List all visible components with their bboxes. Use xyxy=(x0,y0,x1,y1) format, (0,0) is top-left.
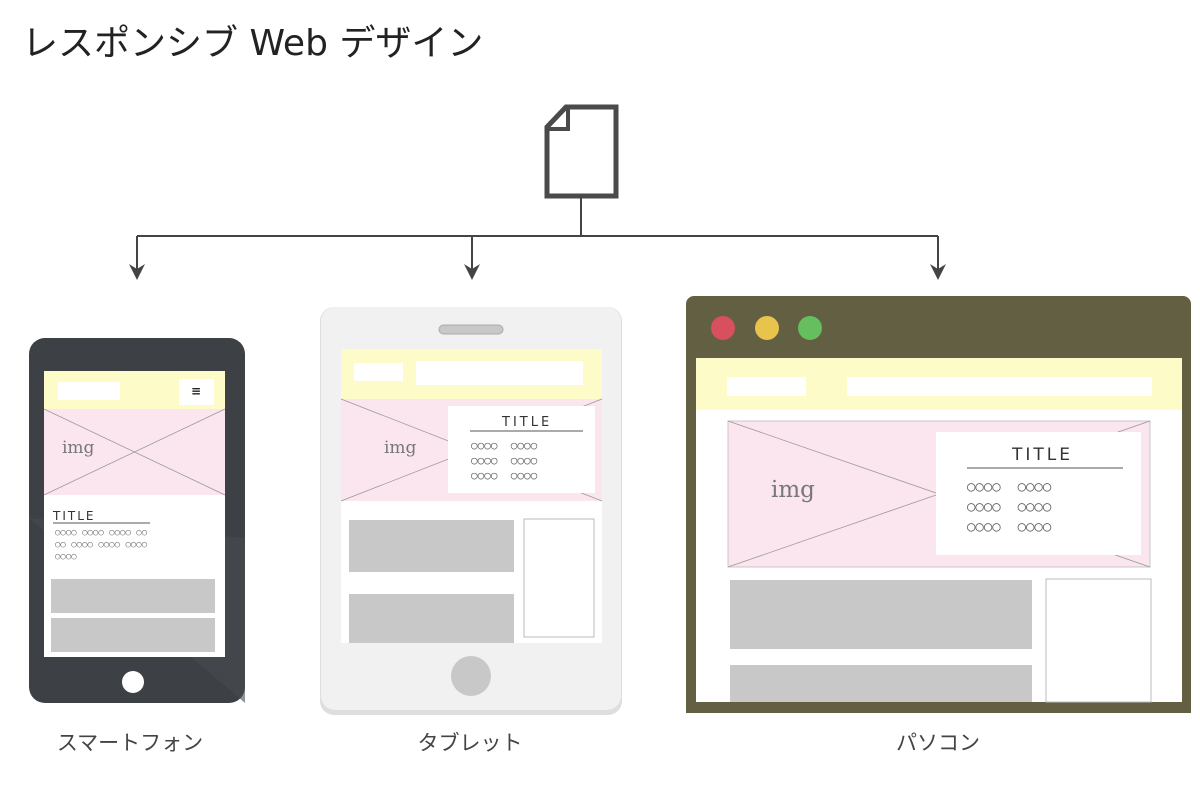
text-row: ○○○○ ○○○○ xyxy=(471,454,538,467)
text-row: ○○○○ ○○○○ xyxy=(967,499,1052,515)
smartphone-label: スマートフォン xyxy=(56,731,204,755)
smartphone-title: TITLE xyxy=(53,509,96,523)
arrow-heads xyxy=(129,264,946,280)
text-row: ○○○○ ○○○○ xyxy=(967,479,1052,495)
branch-lines xyxy=(136,196,939,272)
smartphone-device: ≡ img TITLE ○○○○ ○○○○ ○○○○ ○○ ○○ ○○○○ ○○… xyxy=(29,338,245,703)
text-row: ○○○○ ○○○○ xyxy=(471,439,538,452)
pc-img-label: img xyxy=(771,477,815,503)
arrow-to-smartphone xyxy=(129,264,145,280)
text-row: ○○○○ ○○○○ ○○○○ ○○ xyxy=(55,528,148,538)
text-row: ○○○○ xyxy=(55,552,77,562)
pc-title: TITLE xyxy=(1012,445,1073,465)
page-title: レスポンシブ Web デザイン xyxy=(22,23,484,64)
smartphone-text-block: ○○○○ ○○○○ ○○○○ ○○ ○○ ○○○○ ○○○○ ○○○○ ○○○○ xyxy=(55,527,225,563)
pc-text-block: ○○○○ ○○○○ ○○○○ ○○○○ ○○○○ ○○○○ xyxy=(967,477,1132,537)
tablet-text-block: ○○○○ ○○○○ ○○○○ ○○○○ ○○○○ ○○○○ xyxy=(471,438,596,483)
arrow-to-tablet xyxy=(464,264,480,280)
minimize-window-button xyxy=(755,316,779,340)
document-icon xyxy=(544,104,619,199)
tablet-device: img TITLE ○○○○ ○○○○ ○○○○ ○○○○ ○○○○ ○○○○ xyxy=(320,307,622,715)
tablet-frame xyxy=(320,307,622,715)
maximize-window-button xyxy=(798,316,822,340)
arrow-to-pc xyxy=(930,264,946,280)
tablet-img-label: img xyxy=(384,438,417,458)
smartphone-frame xyxy=(29,338,245,703)
pc-frame xyxy=(686,296,1191,713)
pc-label: パソコン xyxy=(896,731,980,755)
close-window-button xyxy=(711,316,735,340)
smartphone-img-label: img xyxy=(62,438,95,458)
tablet-title: TITLE xyxy=(502,415,553,430)
text-row: ○○○○ ○○○○ xyxy=(471,469,538,482)
menu-icon: ≡ xyxy=(191,384,202,398)
text-row: ○○○○ ○○○○ xyxy=(967,519,1052,535)
home-button xyxy=(122,671,144,693)
text-row: ○○ ○○○○ ○○○○ ○○○○ xyxy=(55,540,148,550)
home-button xyxy=(451,656,491,696)
tablet-label: タブレット xyxy=(417,731,523,755)
tablet-speaker xyxy=(438,324,504,335)
pc-window: img TITLE ○○○○ ○○○○ ○○○○ ○○○○ ○○○○ ○○○○ xyxy=(686,296,1191,713)
